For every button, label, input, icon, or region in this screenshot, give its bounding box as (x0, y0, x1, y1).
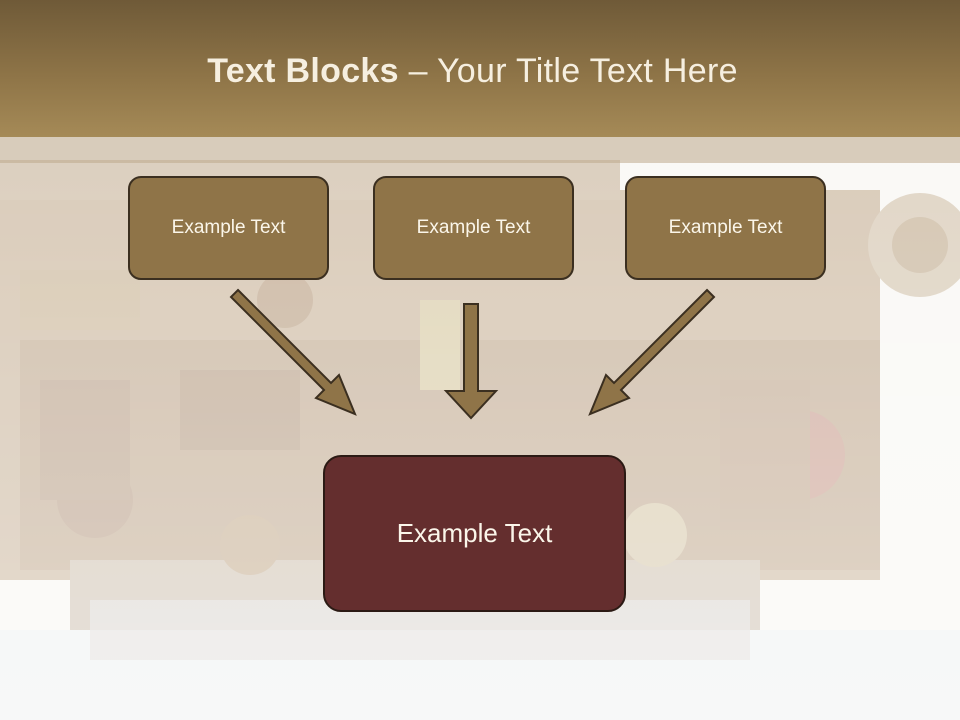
title-band (0, 0, 960, 137)
slide-title: Text Blocks – Your Title Text Here (0, 52, 945, 91)
title-strip (0, 137, 960, 163)
arrow-right-icon (588, 288, 716, 416)
arrow-left-icon (229, 288, 357, 416)
slide-title-rest: Your Title Text Here (436, 52, 738, 90)
text-block-top-left: Example Text (128, 176, 329, 280)
text-block-main: Example Text (323, 455, 626, 612)
text-block-top-center: Example Text (373, 176, 574, 280)
slide-title-bold: Text Blocks (207, 52, 399, 90)
slide-title-dash: – (398, 52, 437, 90)
arrow-center-icon (443, 303, 499, 420)
text-block-top-right: Example Text (625, 176, 826, 280)
